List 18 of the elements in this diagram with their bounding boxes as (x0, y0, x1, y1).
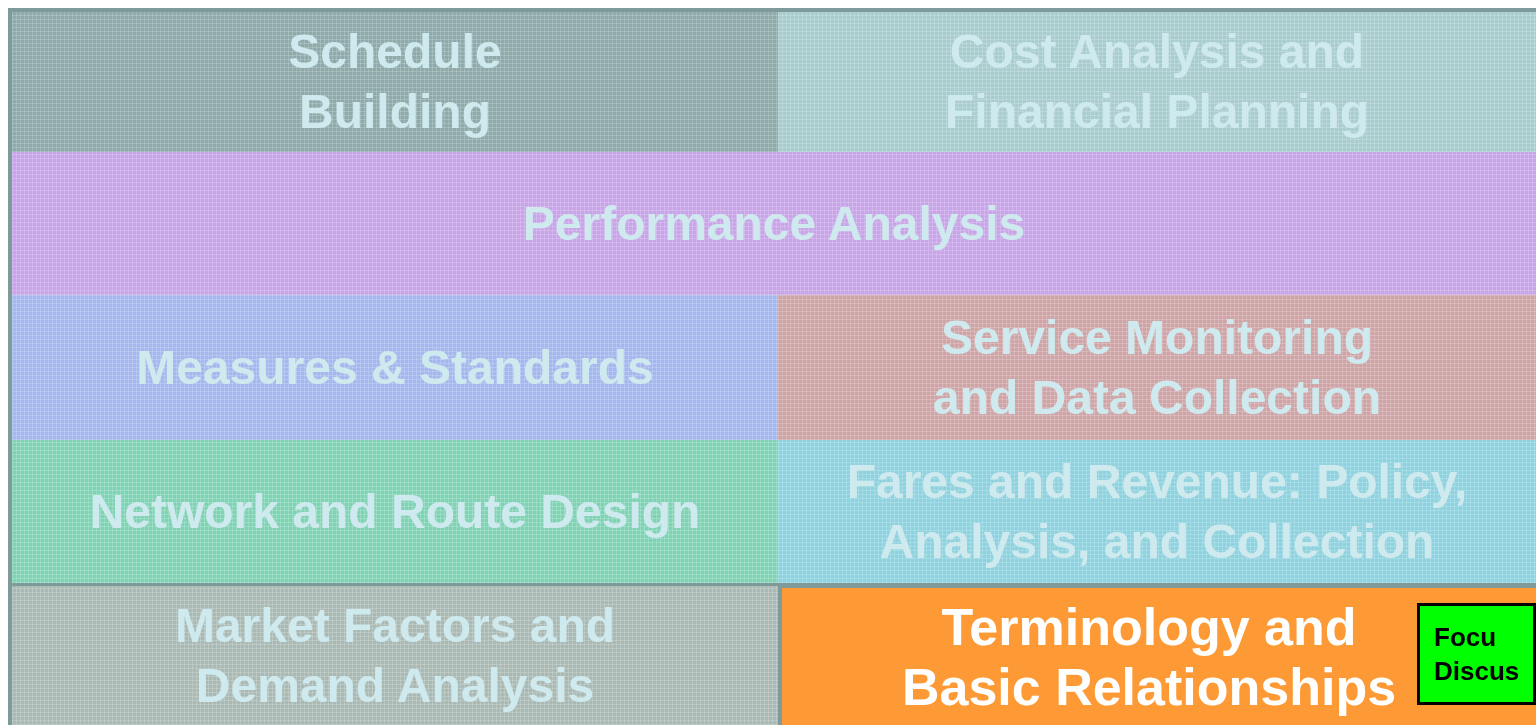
topic-label: Network and Route Design (89, 483, 701, 540)
topic-panel (778, 440, 1536, 583)
topic-label: Performance Analysis (522, 195, 1026, 252)
topic-panel (12, 152, 1536, 295)
topic-panel (12, 440, 778, 583)
topic-panel (12, 12, 778, 152)
topic-panel (778, 295, 1536, 440)
topic-label: Market Factors and Demand Analysis (173, 597, 617, 714)
focus-tag (1417, 603, 1536, 705)
topic-panel (778, 12, 1536, 152)
topic-label: Terminology and Basic Relationships (900, 596, 1398, 717)
topic-label: Schedule Building (287, 24, 503, 140)
topic-panel (12, 295, 778, 440)
topic-panel (12, 586, 778, 725)
highlighted-topic-panel (782, 588, 1536, 725)
topic-label: Fares and Revenue: Policy, Analysis, and Collection (845, 453, 1469, 570)
topic-label: Focu Discus (1434, 621, 1521, 688)
topic-label: Service Monitoring and Data Collection (931, 309, 1383, 426)
